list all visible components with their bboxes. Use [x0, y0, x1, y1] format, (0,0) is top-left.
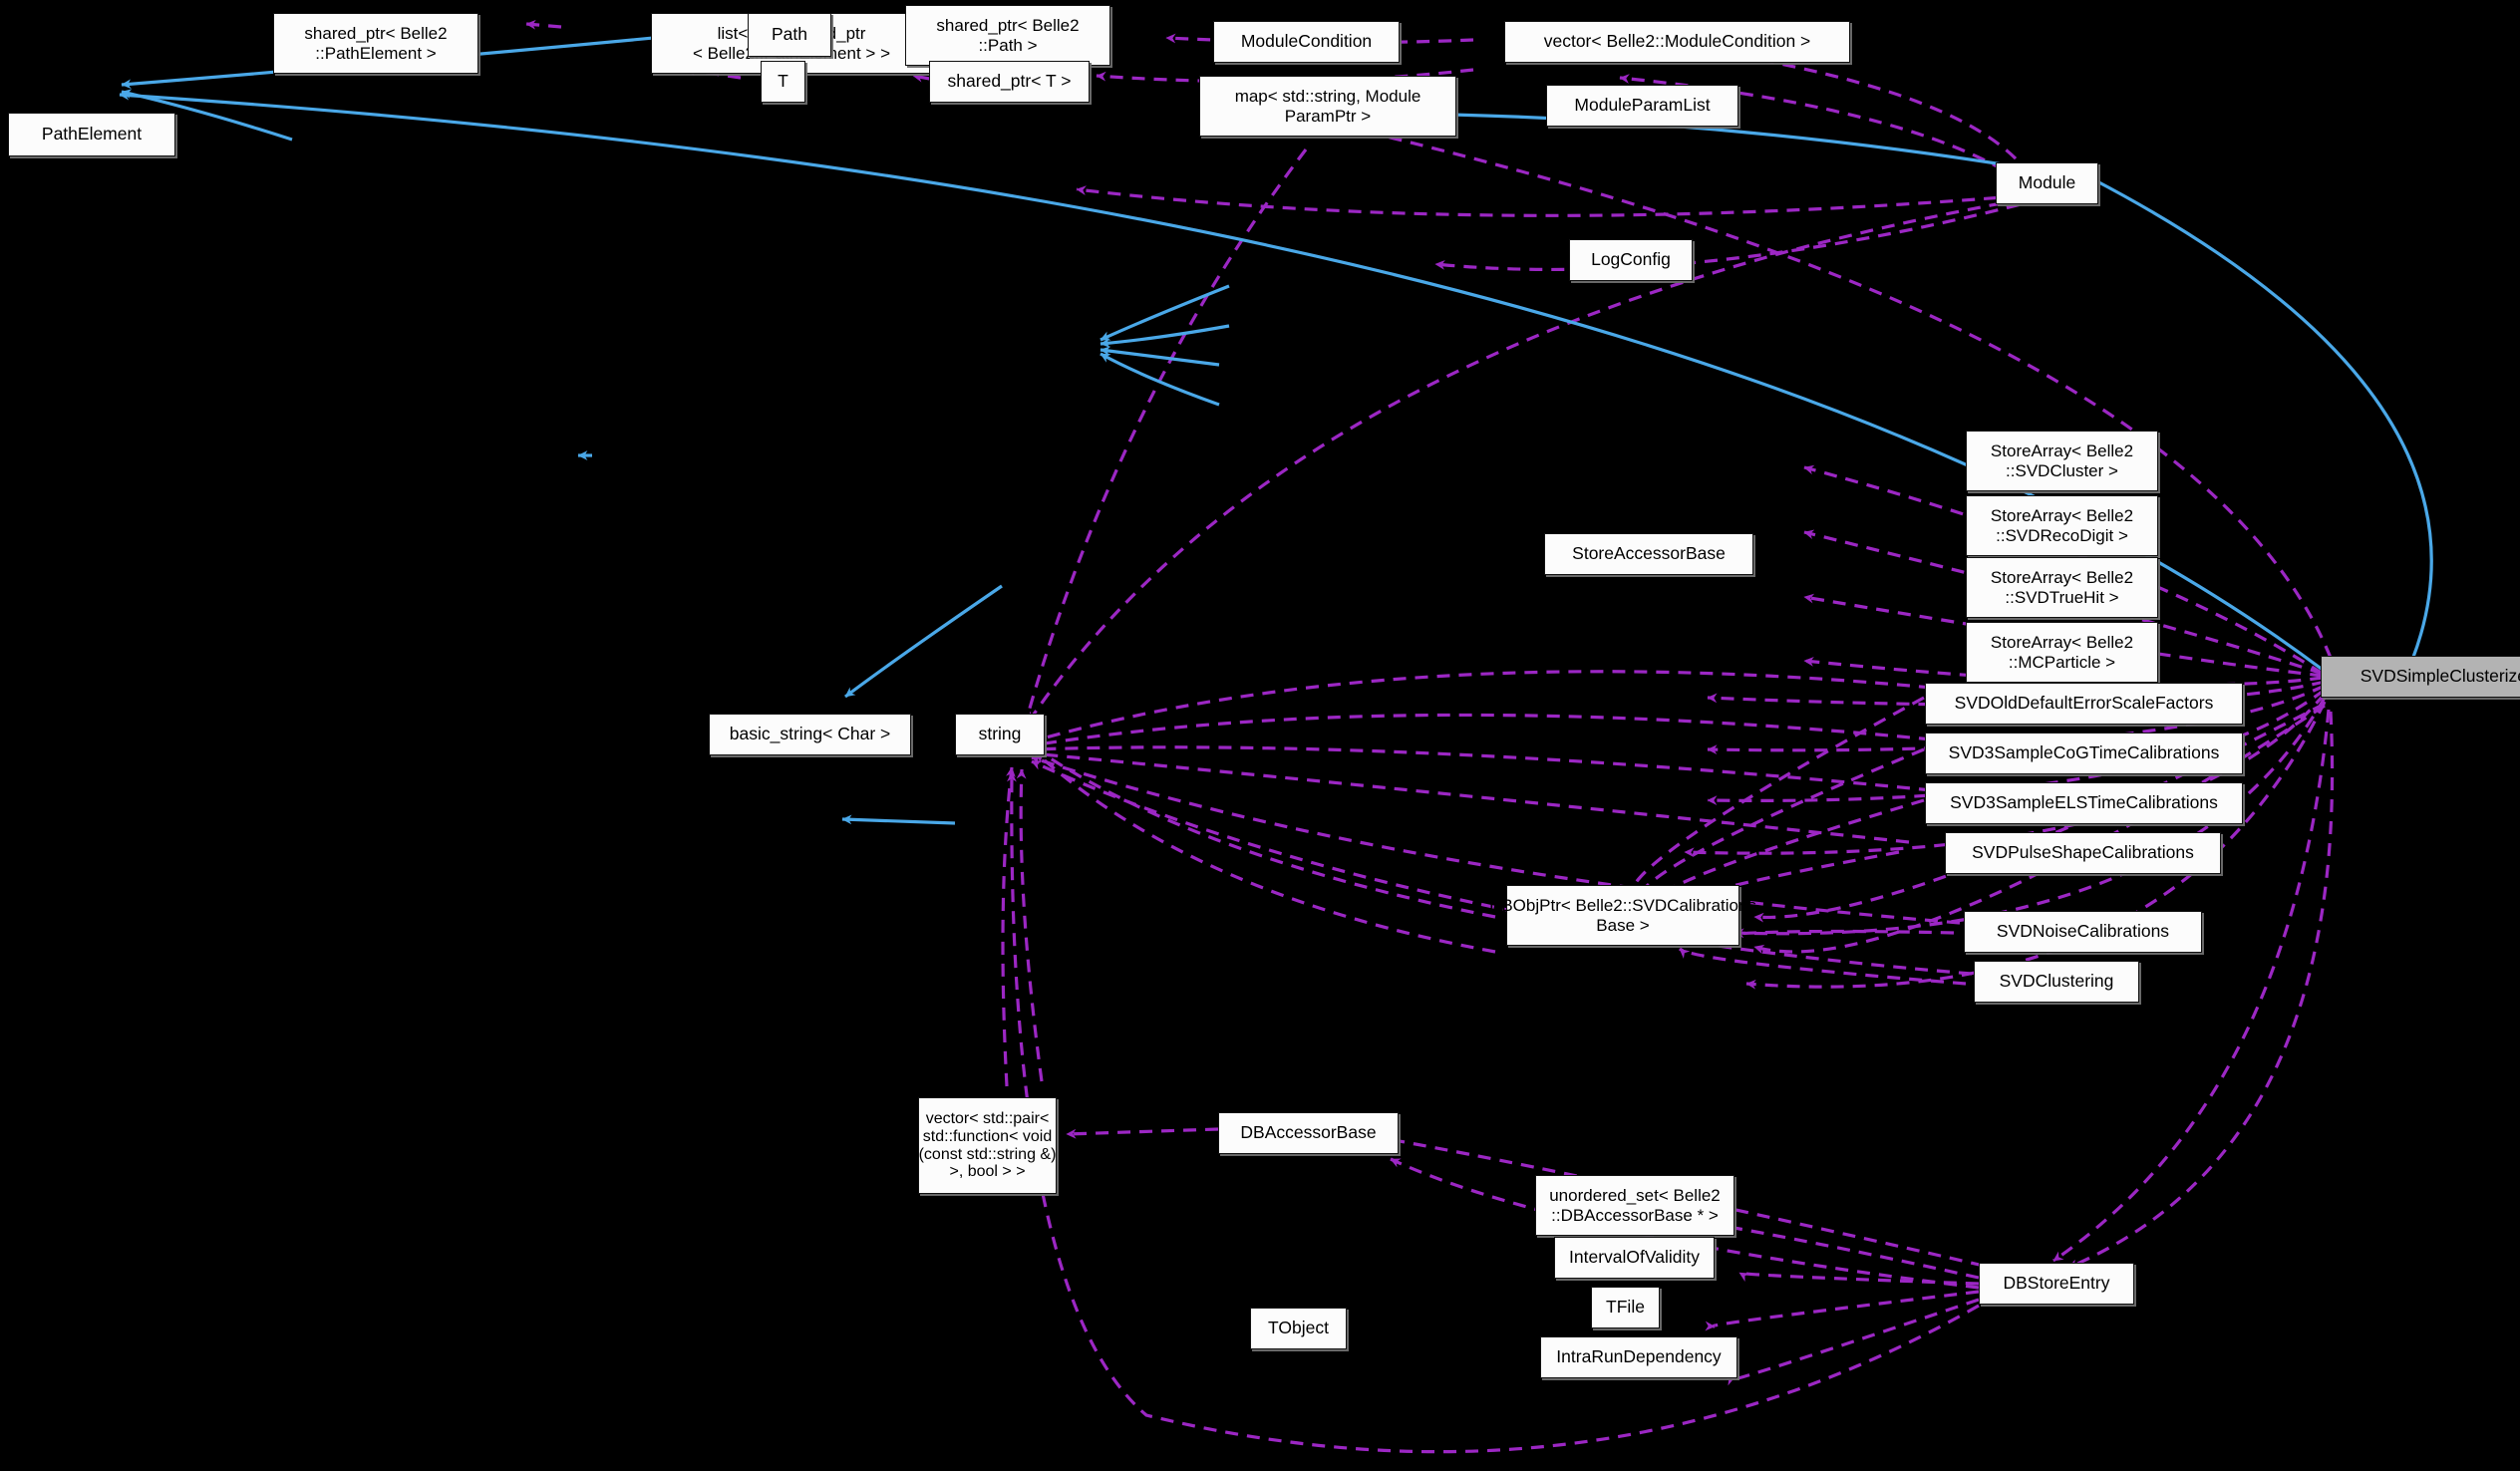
node-label: SVDSimpleClusterizerModule [2360, 666, 2520, 687]
node-label: vector< std::pair< std::function< void (… [918, 1109, 1057, 1181]
node-storeaccessorbase[interactable]: StoreAccessorBase [1544, 533, 1753, 575]
node-label: map< std::string, Module ParamPtr > [1234, 87, 1421, 126]
node-label: T [778, 71, 788, 92]
node-label: SVD3SampleCoGTimeCalibrations [1948, 742, 2220, 763]
node-label: DBObjPtr< Belle2::SVDCalibrations Base > [1489, 896, 1756, 935]
node-svdpulseshape[interactable]: SVDPulseShapeCalibrations [1945, 832, 2221, 874]
node-sa_mcparticle[interactable]: StoreArray< Belle2 ::MCParticle > [1966, 622, 2158, 683]
node-label: StoreArray< Belle2 ::SVDCluster > [1990, 441, 2134, 480]
node-intervalofvalidity[interactable]: IntervalOfValidity [1554, 1237, 1715, 1279]
node-label: StoreArray< Belle2 ::SVDRecoDigit > [1990, 506, 2134, 545]
node-label: ModuleParamList [1574, 95, 1711, 116]
node-label: SVDPulseShapeCalibrations [1972, 842, 2194, 863]
node-moduleparamlist[interactable]: ModuleParamList [1546, 85, 1738, 127]
node-label: StoreArray< Belle2 ::MCParticle > [1990, 633, 2134, 672]
node-label: vector< Belle2::ModuleCondition > [1543, 31, 1811, 52]
node-basic_string[interactable]: basic_string< Char > [709, 714, 911, 755]
node-svdolddefaulterr[interactable]: SVDOldDefaultErrorScaleFactors [1925, 683, 2243, 725]
node-t[interactable]: T [761, 61, 805, 103]
node-sp_path[interactable]: shared_ptr< Belle2 ::Path > [905, 5, 1110, 66]
node-svdnoise[interactable]: SVDNoiseCalibrations [1964, 911, 2202, 953]
node-string[interactable]: string [955, 714, 1045, 755]
node-svdsimpleclusterizer[interactable]: SVDSimpleClusterizerModule [2321, 656, 2520, 698]
node-vec_modulecondition[interactable]: vector< Belle2::ModuleCondition > [1504, 21, 1850, 63]
node-label: DBAccessorBase [1240, 1122, 1377, 1143]
node-label: PathElement [41, 124, 143, 145]
node-label: shared_ptr< T > [947, 71, 1072, 92]
node-path[interactable]: Path [748, 13, 831, 57]
node-label: SVDClustering [1999, 971, 2114, 992]
node-label: shared_ptr< Belle2 ::PathElement > [304, 24, 448, 63]
node-modulecondition[interactable]: ModuleCondition [1213, 21, 1400, 63]
node-sp_pathelement[interactable]: shared_ptr< Belle2 ::PathElement > [273, 13, 478, 74]
node-label: StoreArray< Belle2 ::SVDTrueHit > [1990, 568, 2134, 607]
node-sa_svdtruehit[interactable]: StoreArray< Belle2 ::SVDTrueHit > [1966, 557, 2158, 618]
node-label: TObject [1268, 1318, 1329, 1338]
node-unordered_set_dbab[interactable]: unordered_set< Belle2 ::DBAccessorBase *… [1535, 1175, 1734, 1236]
node-sa_svdcluster[interactable]: StoreArray< Belle2 ::SVDCluster > [1966, 431, 2158, 491]
node-label: SVDOldDefaultErrorScaleFactors [1954, 693, 2214, 714]
node-label: IntraRunDependency [1556, 1346, 1722, 1367]
node-label: DBStoreEntry [2003, 1273, 2110, 1294]
node-svdclustering[interactable]: SVDClustering [1974, 961, 2139, 1003]
node-dbstoreentry[interactable]: DBStoreEntry [1979, 1263, 2134, 1305]
node-label: basic_string< Char > [729, 724, 891, 744]
node-label: shared_ptr< Belle2 ::Path > [936, 16, 1080, 55]
node-intrarundependency[interactable]: IntraRunDependency [1540, 1336, 1737, 1378]
node-dbaccessorbase[interactable]: DBAccessorBase [1218, 1112, 1399, 1154]
node-label: Module [2018, 172, 2076, 193]
node-label: ModuleCondition [1240, 31, 1373, 52]
node-sa_svdrecodigit[interactable]: StoreArray< Belle2 ::SVDRecoDigit > [1966, 495, 2158, 556]
node-label: SVDNoiseCalibrations [1996, 921, 2170, 942]
node-logconfig[interactable]: LogConfig [1569, 239, 1693, 281]
node-pathelement[interactable]: PathElement [8, 113, 175, 156]
node-sp_t[interactable]: shared_ptr< T > [929, 61, 1090, 103]
node-map_moduleparam[interactable]: map< std::string, Module ParamPtr > [1199, 76, 1456, 137]
node-module[interactable]: Module [1996, 162, 2098, 204]
node-label: TFile [1606, 1297, 1645, 1318]
node-tfile[interactable]: TFile [1591, 1287, 1660, 1328]
node-label: Path [772, 24, 807, 45]
node-label: IntervalOfValidity [1569, 1247, 1700, 1268]
node-svd3sampleels[interactable]: SVD3SampleELSTimeCalibrations [1925, 782, 2243, 824]
node-vec_pair_func[interactable]: vector< std::pair< std::function< void (… [918, 1097, 1057, 1194]
node-label: StoreAccessorBase [1572, 543, 1726, 564]
node-dbobjptr_svdcal[interactable]: DBObjPtr< Belle2::SVDCalibrations Base > [1489, 885, 1756, 946]
node-tobject[interactable]: TObject [1250, 1308, 1347, 1349]
node-label: SVD3SampleELSTimeCalibrations [1950, 792, 2218, 813]
node-label: LogConfig [1591, 249, 1671, 270]
node-label: string [978, 724, 1022, 744]
node-svd3samplecog[interactable]: SVD3SampleCoGTimeCalibrations [1925, 733, 2243, 774]
node-label: unordered_set< Belle2 ::DBAccessorBase *… [1549, 1186, 1721, 1225]
